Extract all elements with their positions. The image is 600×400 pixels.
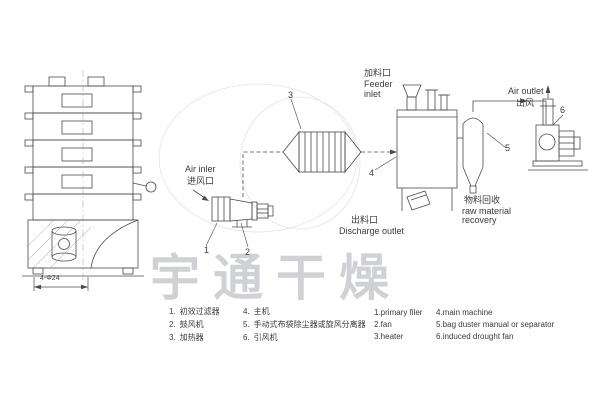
machine-hatching xyxy=(27,219,92,269)
legend-item-cn-3: 3.加热器 xyxy=(169,332,204,343)
callout-4: 4 xyxy=(369,168,375,178)
legend-num: 1. xyxy=(169,307,176,316)
legend-label: 加热器 xyxy=(179,333,204,342)
recovery-label-en1: raw material xyxy=(462,206,512,216)
callout-2: 2 xyxy=(245,247,251,257)
legend-item-cn-5: 5.手动式布袋除尘器或旋风分离器 xyxy=(243,319,366,330)
legend-num: 5. xyxy=(243,320,250,329)
legend-item-cn-1: 1.初效过滤器 xyxy=(169,306,220,317)
dimension-label: 4-Φ24 xyxy=(40,275,60,282)
discharge-label-en: Discharge outlet xyxy=(339,226,405,236)
watermark-text: 宇通干燥 xyxy=(150,248,402,307)
callout-6: 6 xyxy=(560,105,566,115)
air-inlet-label-en: Air inler xyxy=(185,164,216,174)
air-outlet-label-cn: 出风 xyxy=(516,98,535,108)
legend-num: 3. xyxy=(169,333,176,342)
feeder-label-cn: 加料口 xyxy=(364,68,392,78)
legend-item-en-6: 6.induced drought fan xyxy=(436,332,514,341)
feeder-label-en2: inlet xyxy=(364,89,381,99)
legend-num: 4. xyxy=(243,307,250,316)
feeder-label-en1: Feeder xyxy=(364,79,393,89)
callout-5: 5 xyxy=(505,143,511,153)
legend-item-cn-4: 4.主机 xyxy=(243,306,270,317)
legend-item-en-5: 5.bag duster manual or separator xyxy=(436,320,555,329)
air-inlet-label-cn: 进风口 xyxy=(187,176,215,186)
legend-label: 手动式布袋除尘器或旋风分离器 xyxy=(253,320,366,329)
legend-label: 引风机 xyxy=(253,333,278,342)
legend-num: 6. xyxy=(243,333,250,342)
callout-leaders xyxy=(205,98,564,248)
recovery-label-en2: recovery xyxy=(462,215,497,225)
air-outlet-label-en: Air outlet xyxy=(508,86,544,96)
legend-item-en-3: 3.heater xyxy=(374,332,404,341)
legend-item-en-1: 1.primary filer xyxy=(374,308,423,317)
legend-label: 初效过滤器 xyxy=(179,307,220,316)
legend-item-cn-6: 6.引风机 xyxy=(243,332,278,343)
legend-label: 鼓风机 xyxy=(179,320,204,329)
deco-ellipses xyxy=(158,83,361,233)
flow-diagram xyxy=(192,84,588,228)
callout-3: 3 xyxy=(288,90,294,100)
legend-label: 主机 xyxy=(253,307,270,316)
dimension-lines xyxy=(33,277,89,291)
legend-item-en-4: 4.main machine xyxy=(436,308,493,317)
discharge-label-cn: 出料口 xyxy=(351,215,379,225)
legend-item-en-2: 2.fan xyxy=(374,320,392,329)
callout-1: 1 xyxy=(204,245,210,255)
recovery-label-cn: 物料回收 xyxy=(464,195,501,205)
legend-num: 2. xyxy=(169,320,176,329)
legend-item-cn-2: 2.鼓风机 xyxy=(169,319,204,330)
